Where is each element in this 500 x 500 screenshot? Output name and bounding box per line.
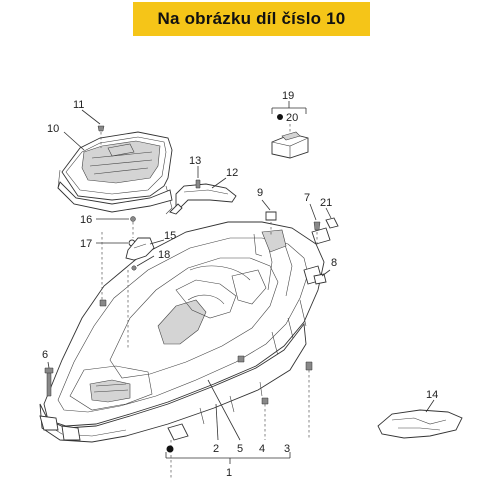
label-19: 19 xyxy=(282,90,294,102)
label-1: 1 xyxy=(226,467,232,479)
label-15: 15 xyxy=(164,230,176,242)
main-body xyxy=(39,221,331,443)
label-4: 4 xyxy=(259,443,265,455)
label-12: 12 xyxy=(226,167,238,179)
bullet-20 xyxy=(277,114,283,120)
label-10: 10 xyxy=(47,123,59,135)
label-11: 11 xyxy=(73,99,84,111)
banner-title: Na obrázku díl číslo 10 xyxy=(157,9,346,28)
label-9: 9 xyxy=(257,187,263,199)
title-banner: Na obrázku díl číslo 10 xyxy=(133,2,370,36)
part-12-bracket xyxy=(169,183,237,215)
label-18: 18 xyxy=(158,249,170,261)
part-14-mat xyxy=(377,409,463,439)
label-16: 16 xyxy=(80,214,92,226)
label-14: 14 xyxy=(426,389,438,401)
label-5: 5 xyxy=(237,443,243,455)
label-7: 7 xyxy=(304,192,310,204)
label-6: 6 xyxy=(42,349,48,361)
label-3: 3 xyxy=(284,443,290,455)
label-20: 20 xyxy=(286,112,298,124)
label-21: 21 xyxy=(320,197,332,209)
label-2: 2 xyxy=(213,443,219,455)
label-17: 17 xyxy=(80,238,92,250)
hardware xyxy=(44,125,339,405)
part-10-lid xyxy=(57,131,173,215)
part-20-block xyxy=(271,131,309,159)
label-13: 13 xyxy=(189,155,201,167)
bullet-1 xyxy=(166,445,174,453)
label-8: 8 xyxy=(331,257,337,269)
callout-labels: 1 2 3 4 5 6 7 8 9 10 11 12 13 14 15 16 1… xyxy=(42,90,438,479)
